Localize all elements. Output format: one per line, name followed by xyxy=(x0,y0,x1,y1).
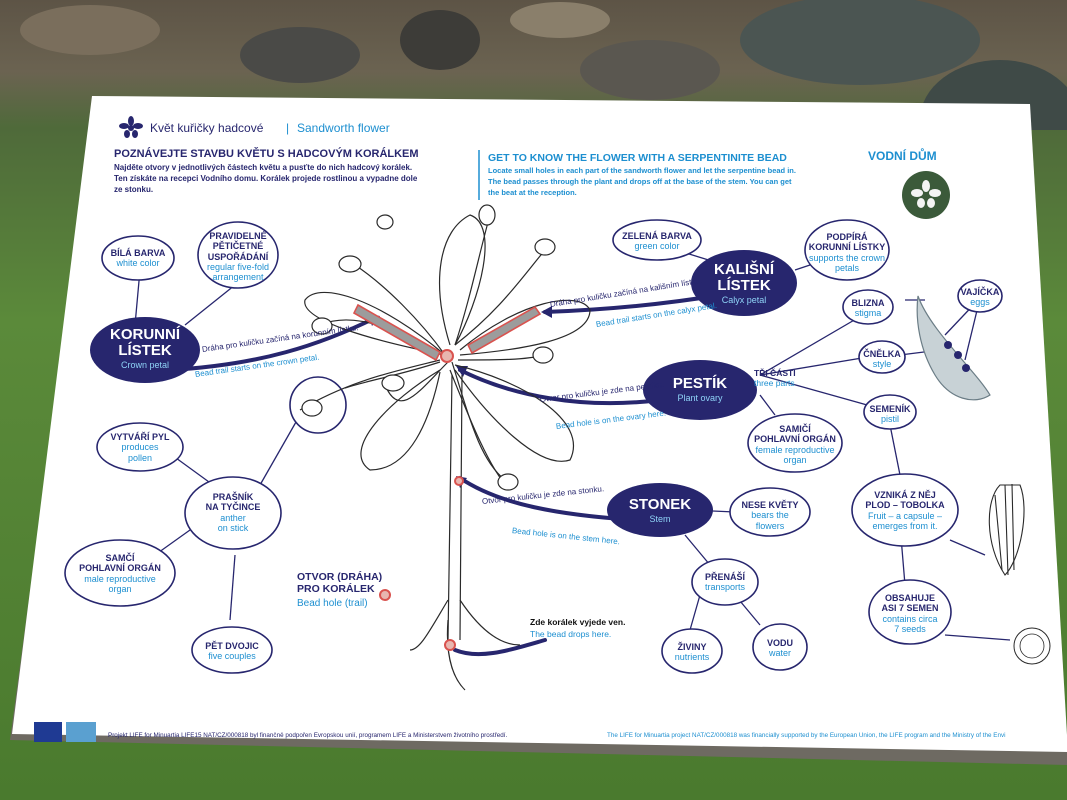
legend-en: Bead hole (trail) xyxy=(297,598,368,609)
ovary-illustration xyxy=(916,295,991,401)
header-title-en: Sandworth flower xyxy=(297,121,390,135)
intro-line-en-1: Locate small holes in each part of the s… xyxy=(488,166,796,175)
bead-drop-en: The bead drops here. xyxy=(530,629,612,639)
header-title-cz: Květ kuřičky hadcové xyxy=(150,121,264,135)
flower-photo xyxy=(902,171,950,219)
intro-line-en-2: The bead passes through the plant and dr… xyxy=(488,177,792,186)
legend-cz: OTVOR (DRÁHA) PRO KORÁLEK xyxy=(297,571,383,596)
intro-heading-en: GET TO KNOW THE FLOWER WITH A SERPENTINI… xyxy=(488,152,787,164)
three-parts-cz: TŘI ČÁSTI xyxy=(754,368,796,378)
eu-flag-icon xyxy=(34,722,62,742)
bead-drop-cz: Zde korálek vyjede ven. xyxy=(530,617,626,627)
footer-en: The LIFE for Minuartia project NAT/CZ/00… xyxy=(607,732,1006,739)
three-parts-en: three parts xyxy=(754,378,795,388)
header-title-separator: | xyxy=(286,121,290,135)
flower-logo-icon xyxy=(119,116,143,138)
intro-line-cz-2: Ten získáte na recepci Vodního domu. Kor… xyxy=(114,174,418,183)
life-logo-icon xyxy=(66,722,96,742)
intro-heading-cz: POZNÁVEJTE STAVBU KVĚTU S HADCOVÝM KORÁL… xyxy=(114,148,419,160)
capsule-illustration xyxy=(988,483,1025,576)
intro-line-en-3: the beat at the reception. xyxy=(488,188,577,197)
bubble-white-color-shape xyxy=(101,235,175,281)
footer-cz: Projekt LIFE for Minuartia LIFE15 NAT/CZ… xyxy=(108,732,508,739)
seed-illustration xyxy=(1013,627,1051,665)
vodni-dum-logo: VODNÍ DŮM xyxy=(868,149,937,163)
intro-line-cz-3: ze stonku. xyxy=(114,185,154,194)
intro-line-cz-1: Najděte otvory v jednotlivých částech kv… xyxy=(114,163,413,172)
